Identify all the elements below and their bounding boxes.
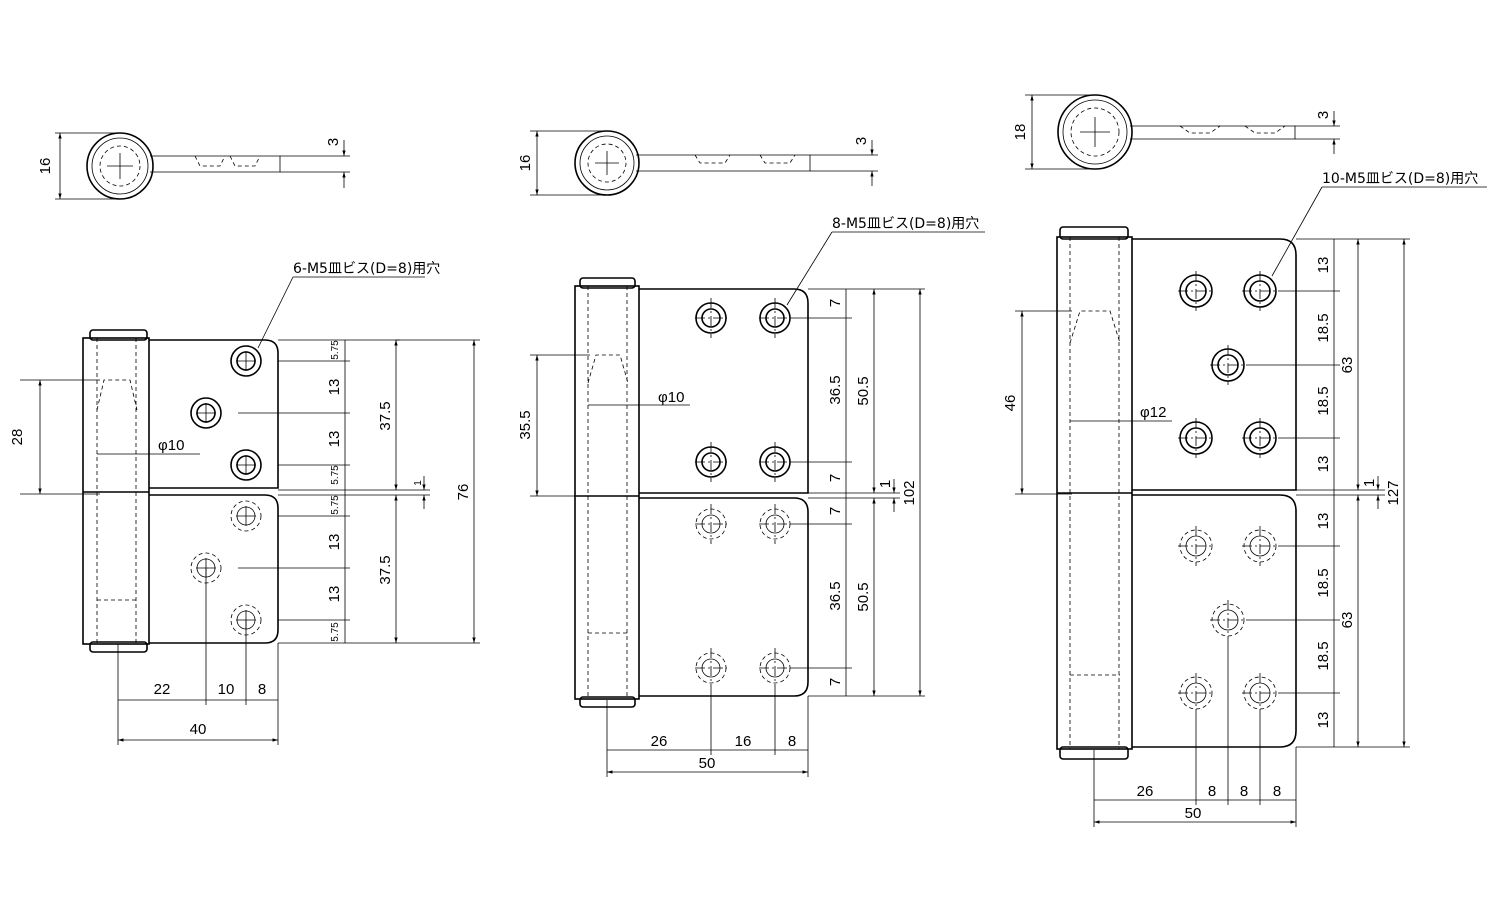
hinge-large-dim-5: 13 — [1315, 513, 1332, 530]
hinge-small-dim-6: 13 — [326, 534, 343, 551]
hinge-medium-bottom-dim-1: 26 — [651, 733, 668, 750]
hinge-large-half-lower: 63 — [1339, 612, 1356, 629]
hinge-small-front-view: 28 φ10 — [9, 261, 480, 745]
hinge-medium-holes-lower — [695, 504, 791, 688]
hinge-large-holes-upper — [1178, 271, 1278, 458]
hinge-medium-total-width: 50 — [699, 755, 716, 772]
hinge-small-top-diameter: 16 — [37, 158, 54, 175]
hinge-small-gap: 1 — [413, 480, 424, 486]
hinge-small-total-width: 40 — [190, 721, 207, 738]
hinge-medium-bottom-dim-3: 8 — [788, 733, 796, 750]
hinge-medium-top-view: 16 3 — [517, 130, 878, 196]
hinge-medium-hole-note: 8-M5皿ビス(D=8)用穴 — [832, 216, 979, 232]
hinge-large-pin-offset: 46 — [1002, 395, 1019, 412]
hinge-medium-half-upper: 50.5 — [855, 376, 872, 405]
hinge-large-top-diameter: 18 — [1012, 124, 1029, 141]
hinge-medium-top-diameter: 16 — [517, 155, 534, 172]
hinge-small-dim-7: 13 — [326, 586, 343, 603]
hinge-small-holes-upper — [190, 345, 262, 481]
hinge-small-dim-3: 13 — [326, 431, 343, 448]
hinge-large-total-height: 127 — [1385, 480, 1402, 505]
hinge-medium-pin-diameter: φ10 — [658, 389, 684, 406]
hinge-small-pin-offset: 28 — [9, 429, 26, 446]
hinge-medium-pin-offset: 35.5 — [517, 410, 534, 439]
hinge-large-dim-4: 13 — [1315, 456, 1332, 473]
hinge-medium-front-view: 35.5 φ10 — [517, 216, 985, 777]
hinge-large-dim-7: 18.5 — [1315, 641, 1332, 670]
hinge-large-bottom-dim-2: 8 — [1208, 783, 1216, 800]
hinge-medium-group: 16 3 35.5 φ10 — [517, 130, 985, 777]
hinge-small-dim-1: 5.75 — [330, 340, 341, 360]
hinge-large-dim-1: 13 — [1315, 257, 1332, 274]
hinge-large-dim-8: 13 — [1315, 712, 1332, 729]
hinge-medium-bottom-dim-2: 16 — [735, 733, 752, 750]
hinge-large-dim-6: 18.5 — [1315, 568, 1332, 597]
hinge-medium-total-height: 102 — [901, 480, 918, 505]
hinge-small-dim-5: 5.75 — [330, 495, 341, 515]
hinge-large-bottom-dim-1: 26 — [1137, 783, 1154, 800]
hinge-small-dim-2: 13 — [326, 379, 343, 396]
hinge-small-dim-8: 5.75 — [330, 622, 341, 642]
hinge-small-half-upper: 37.5 — [377, 401, 394, 430]
hinge-large-front-view: 46 φ12 — [1002, 171, 1487, 827]
hinge-small-group: 16 3 28 φ10 — [9, 132, 480, 745]
hinge-large-top-view: 18 3 — [1012, 94, 1340, 170]
hinge-large-total-width: 50 — [1185, 805, 1202, 822]
hinge-medium-gap: 1 — [877, 480, 894, 488]
hinge-small-bottom-dim-2: 10 — [218, 681, 235, 698]
hinge-large-holes-lower — [1178, 526, 1278, 713]
hinge-large-bottom-dim-3: 8 — [1240, 783, 1248, 800]
hinge-large-group: 18 3 46 φ12 — [1002, 94, 1487, 827]
hinge-medium-holes-upper — [695, 298, 791, 482]
hinge-medium-dim-1: 7 — [827, 299, 844, 307]
hinge-large-thickness: 3 — [1315, 111, 1332, 119]
hinge-medium-thickness: 3 — [853, 137, 870, 145]
hinge-small-thickness: 3 — [325, 138, 342, 146]
hinge-small-dim-4: 5.75 — [330, 465, 341, 485]
hinge-small-bottom-dim-3: 8 — [258, 681, 266, 698]
hinge-medium-dim-4: 7 — [827, 507, 844, 515]
hinge-small-pin-diameter: φ10 — [158, 437, 184, 454]
hinge-small-hole-note: 6-M5皿ビス(D=8)用穴 — [293, 261, 440, 277]
hinge-medium-dim-3: 7 — [827, 474, 844, 482]
hinge-large-hole-note: 10-M5皿ビス(D=8)用穴 — [1322, 171, 1478, 187]
hinge-medium-dim-5: 36.5 — [827, 581, 844, 610]
hinge-large-dim-3: 18.5 — [1315, 386, 1332, 415]
hinge-small-top-view: 16 3 — [37, 132, 350, 200]
hinge-small-bottom-dim-1: 22 — [154, 681, 171, 698]
hinge-large-gap: 1 — [1361, 479, 1378, 487]
hinge-small-total-height: 76 — [455, 484, 472, 501]
hinge-large-dim-2: 18.5 — [1315, 313, 1332, 342]
hinge-large-half-upper: 63 — [1339, 357, 1356, 374]
hinge-medium-dim-2: 36.5 — [827, 375, 844, 404]
hinge-small-half-lower: 37.5 — [377, 555, 394, 584]
hinge-large-pin-diameter: φ12 — [1140, 404, 1166, 421]
hinge-large-bottom-dim-4: 8 — [1273, 783, 1281, 800]
hinge-medium-dim-6: 7 — [827, 678, 844, 686]
hinge-medium-half-lower: 50.5 — [855, 582, 872, 611]
